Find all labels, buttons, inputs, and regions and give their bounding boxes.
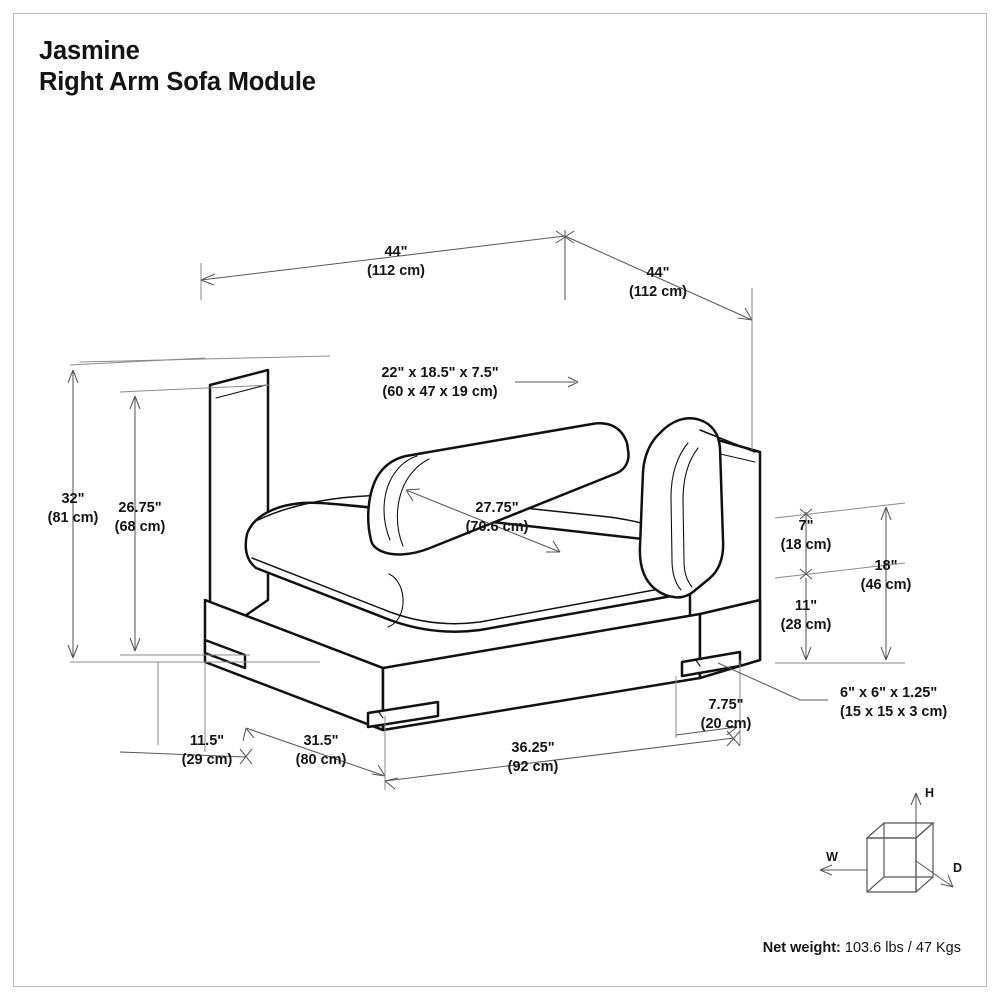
dim-width-right-imperial: 44" (646, 265, 669, 281)
dim-base-front-metric: (92 cm) (508, 759, 559, 775)
back-cushion-left-seam-inner (396, 458, 430, 547)
dim-top-right-line (564, 235, 753, 321)
dim-leg-inset-left-line (119, 751, 247, 758)
legend-w-label: W (826, 850, 838, 864)
tick-leg-inset-left (239, 748, 253, 765)
legend-cube-front (866, 837, 917, 893)
dim-height-imperial: 32" (61, 491, 84, 507)
dim-width-left-metric: (112 cm) (367, 263, 425, 279)
base-skirt-line-left (204, 599, 384, 669)
dim-leg-inset-left-imperial: 11.5" (190, 733, 224, 749)
back-cushion-right-seam-outer (670, 442, 689, 591)
arrow-base-side-end (371, 764, 386, 777)
dim-leg-size-imperial: 6" x 6" x 1.25" (840, 685, 937, 701)
arrow-seat-height-bottom (880, 646, 892, 661)
dim-width-right-metric: (112 cm) (629, 284, 687, 300)
tick-seat-thickness-bottom (799, 568, 813, 580)
base-front-left-face (203, 598, 385, 732)
dim-back-cushion-metric: (60 x 47 x 19 cm) (382, 384, 497, 400)
dim-leg-inset-right-imperial: 7.75" (708, 697, 743, 713)
arrow-top-left (200, 273, 216, 286)
whd-legend: H W D (819, 786, 962, 894)
net-weight-block: Net weight: 103.6 lbs / 47 Kgs (763, 940, 961, 956)
net-weight-value: 103.6 lbs / 47 Kgs (844, 940, 961, 956)
leg-front-right-inner (694, 658, 701, 667)
dim-base-height-metric: (28 cm) (781, 617, 832, 633)
dim-leg-inset-right-metric: (20 cm) (701, 716, 752, 732)
back-cushion-left (366, 422, 630, 556)
dim-arm-height-imperial: 26.75" (118, 500, 161, 516)
ext-seat-thickness-top (774, 502, 906, 519)
arrow-arm-height-top (129, 395, 141, 410)
dim-leg-size-metric: (15 x 15 x 3 cm) (840, 704, 947, 720)
net-weight-label: Net weight: (762, 940, 841, 956)
dim-seat-thickness-imperial: 7" (799, 518, 814, 534)
seat-cushion-corner-curl (387, 573, 404, 628)
left-arm-panel (208, 368, 270, 642)
back-cushion-right (638, 416, 725, 599)
dim-base-side-line (245, 727, 386, 777)
dim-base-height-imperial: 11" (795, 598, 817, 614)
dim-base-front-imperial: 36.25" (511, 740, 554, 756)
ext-seat-thickness-bottom (774, 562, 906, 579)
leg-front-left (203, 638, 247, 670)
dim-base-side-metric: (80 cm) (296, 752, 347, 768)
seat-cushion-front-seam (251, 557, 677, 625)
legend-d-label: D (953, 861, 962, 875)
ext-height-32-top (69, 357, 206, 366)
arrow-back-cushion (567, 376, 579, 388)
back-cushion-left-seam-outer (383, 455, 418, 541)
leader-leg-size-a (717, 662, 801, 701)
arrow-top-right (737, 307, 753, 321)
legend-cube-right (915, 821, 934, 894)
arrow-height-32-bottom (67, 644, 79, 659)
dim-seat-depth-imperial: 27.75" (475, 500, 518, 516)
legend-h-label: H (925, 786, 934, 800)
arrow-height-32-top (67, 369, 79, 384)
ext-arm-height-top (119, 384, 271, 393)
base-skirt-line-right (382, 613, 701, 669)
dim-seat-height-metric: (46 cm) (861, 577, 912, 593)
legend-cube-back-edges (866, 823, 933, 893)
leg-front-center-inner (377, 710, 384, 719)
legend-d-axis (915, 860, 954, 888)
legend-h-arrowhead (910, 792, 922, 806)
back-panel-right-top (699, 429, 756, 453)
dim-top-left-line (200, 235, 566, 281)
left-arm-inner-edge (215, 384, 267, 399)
title-block: Jasmine Right Arm Sofa Module (39, 36, 316, 98)
arrow-base-side-start (242, 727, 255, 742)
tick-seat-thickness-top (799, 508, 813, 520)
legend-w-arrowhead (819, 864, 833, 876)
legend-d-arrowhead (940, 874, 954, 888)
dim-back-cushion-imperial: 22" x 18.5" x 7.5" (381, 365, 498, 381)
dim-base-side-imperial: 31.5" (303, 733, 338, 749)
dim-base-front-line (384, 737, 735, 782)
product-subtitle: Right Arm Sofa Module (39, 68, 316, 97)
dimension-annotations: 44" (112 cm) 44" (112 cm) 32" (81 cm) 26… (48, 230, 947, 790)
ext-top-left-horizontal (79, 355, 331, 363)
back-cushion-right-seam-inner (682, 447, 699, 588)
dim-seat-depth-metric: (70.6 cm) (466, 519, 529, 535)
dim-leg-inset-left-metric: (29 cm) (182, 752, 233, 768)
dim-width-left-imperial: 44" (384, 244, 407, 260)
legend-cube-top (865, 822, 935, 839)
dim-arm-height-metric: (68 cm) (115, 519, 166, 535)
arrow-base-front-start (384, 777, 399, 790)
dim-seat-height-imperial: 18" (874, 558, 897, 574)
dim-seat-thickness-metric: (18 cm) (781, 537, 832, 553)
arrow-seat-depth-end (546, 540, 561, 553)
arrow-arm-height-bottom (129, 637, 141, 652)
arrow-seat-depth-start (405, 488, 421, 502)
arrow-leg-inset-right (724, 725, 738, 736)
dim-seat-depth-line (405, 489, 561, 553)
dim-height-metric: (81 cm) (48, 510, 99, 526)
arrow-base-height-bottom (800, 646, 812, 661)
tick-top-center-x (555, 230, 575, 244)
product-name: Jasmine (39, 37, 140, 65)
dim-leg-inset-right-line (675, 726, 738, 736)
arrow-seat-height-top (880, 506, 892, 521)
sofa-illustration (203, 368, 762, 732)
